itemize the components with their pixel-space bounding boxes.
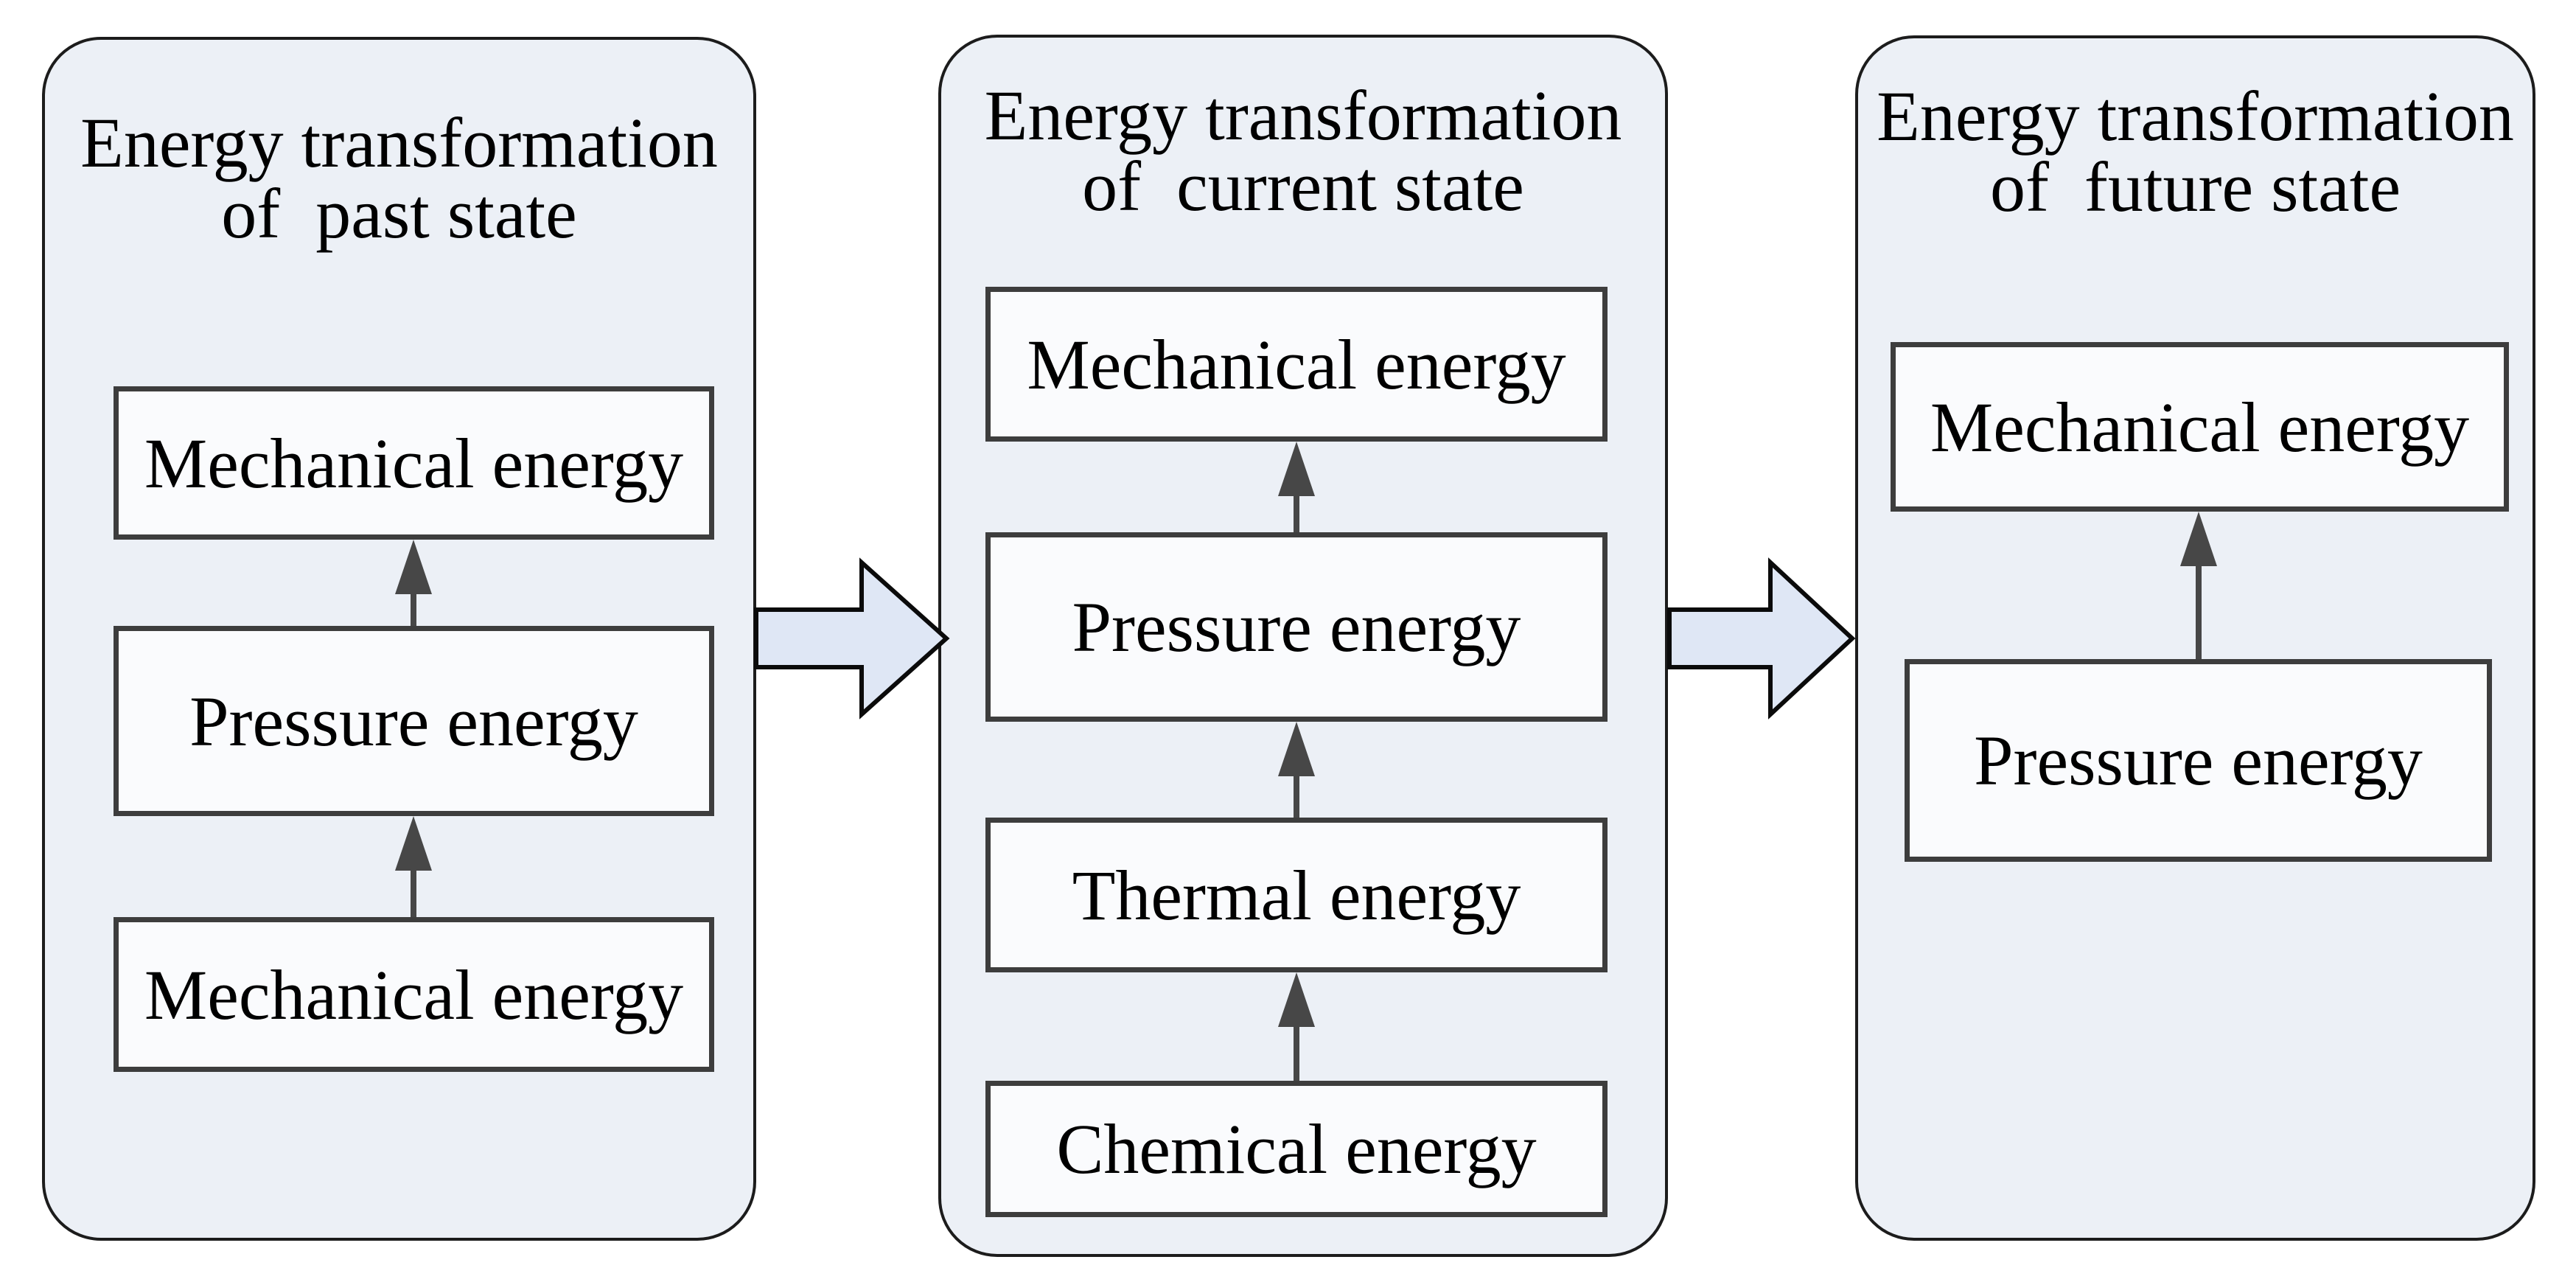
box-label: Mechanical energy [144, 423, 684, 503]
box-label: Chemical energy [1056, 1110, 1537, 1188]
panel-title-line2: of future state [1989, 147, 2401, 226]
panel-current-state: Energy transformation of current state M… [938, 35, 1668, 1257]
panel-future-state: Energy transformation of future state Me… [1855, 35, 2535, 1241]
up-arrow-icon [395, 540, 432, 627]
box-chemical-energy: Chemical energy [985, 1081, 1608, 1217]
up-arrow-icon [1278, 442, 1315, 534]
box-label: Thermal energy [1072, 855, 1521, 935]
box-pressure-energy: Pressure energy [1905, 659, 2492, 862]
box-label: Pressure energy [1974, 721, 2423, 800]
panel-title: Energy transformation of current state [941, 80, 1665, 222]
box-mechanical-energy: Mechanical energy [1891, 342, 2509, 512]
box-thermal-energy: Thermal energy [985, 818, 1608, 972]
panel-title: Energy transformation of past state [45, 108, 753, 249]
panel-title-line1: Energy transformation [80, 103, 718, 182]
panel-past-state: Energy transformation of past state Mech… [42, 37, 756, 1241]
box-label: Pressure energy [189, 681, 638, 761]
panel-title-line2: of current state [1082, 147, 1524, 226]
box-label: Mechanical energy [144, 955, 684, 1034]
up-arrow-icon [1278, 972, 1315, 1082]
up-arrow-icon [395, 816, 432, 919]
up-arrow-icon [2180, 512, 2217, 661]
flow-arrow-current-to-future-icon [1667, 557, 1856, 720]
box-label: Mechanical energy [1027, 324, 1566, 404]
box-pressure-energy: Pressure energy [114, 626, 714, 816]
box-pressure-energy: Pressure energy [985, 532, 1608, 722]
panel-title-line1: Energy transformation [984, 76, 1622, 155]
panel-title-line1: Energy transformation [1877, 77, 2514, 156]
box-label: Pressure energy [1072, 588, 1521, 666]
panel-title: Energy transformation of future state [1858, 81, 2533, 223]
box-mechanical-energy: Mechanical energy [985, 287, 1608, 442]
flow-arrow-past-to-current-icon [754, 557, 950, 720]
box-label: Mechanical energy [1930, 387, 2470, 467]
box-mechanical-energy-output: Mechanical energy [114, 386, 714, 540]
box-mechanical-energy-input: Mechanical energy [114, 917, 714, 1072]
up-arrow-icon [1278, 722, 1315, 819]
panel-title-line2: of past state [221, 174, 577, 253]
